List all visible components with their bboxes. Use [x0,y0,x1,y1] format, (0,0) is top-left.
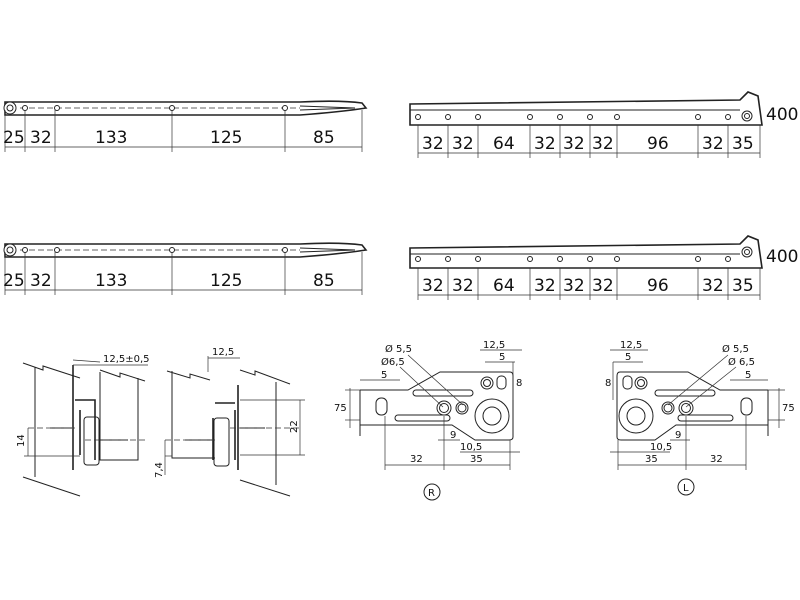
dim-label: 32 [410,454,423,465]
rail-hole [445,256,451,262]
dim-label: 35 [732,134,754,154]
dim-label: Ø 5,5 [385,343,412,355]
dim-label: 25 [3,128,25,148]
rail-hole [475,256,481,262]
dim-label: 32 [702,276,724,296]
rail-side-view-2: 25 32 133 125 85 [3,242,368,295]
side-marker-r: R [428,488,435,499]
dim-label: 32 [422,276,444,296]
dim-label: 133 [95,128,127,148]
rail-hole [614,256,620,262]
dim-label: 64 [493,276,515,296]
rail-hole [587,256,593,262]
rail-hole [557,256,563,262]
rail-hole [725,256,731,262]
dim-label: 32 [534,134,556,154]
dim-label: 5 [381,370,387,381]
cross-section-a: 12,5±0,5 14 [16,354,150,497]
dim-label: 35 [645,454,658,465]
dim-label: 125 [210,128,242,148]
dim-label: Ø 6,5 [728,356,755,368]
dim-label: 85 [313,271,335,291]
dim-label: 5 [745,370,751,381]
rail-top-view-1: 32 32 64 32 32 32 96 32 35 400 [409,91,798,158]
dim-label: 125 [210,271,242,291]
height-dimension: 22 [289,420,300,433]
rail-hole [557,114,563,120]
rail-hole [475,114,481,120]
dim-label: 133 [95,271,127,291]
rail-length-label: 400 [766,247,798,267]
dim-label: 12,5 [483,340,505,351]
dim-label: 32 [30,128,52,148]
rail-hole [415,114,421,120]
dim-label: 32 [534,276,556,296]
rail-hole [587,114,593,120]
rail-hole [695,114,701,120]
dim-label: 9 [450,430,456,441]
rail-side-view-1: 25 32 133 125 85 [3,100,368,152]
rail-hole [614,114,620,120]
rail-hole [725,114,731,120]
rail-top-view-2: 32 32 64 32 32 32 96 32 35 400 [409,235,798,300]
gap-dimension: 12,5 [212,347,234,358]
rail-hole [527,114,533,120]
dim-label: 75 [782,403,795,414]
bracket-left: 12,5 5 8 Ø 5,5 Ø 6,5 5 75 9 10,5 35 32 L [605,340,795,496]
rail-hole [415,256,421,262]
dim-label: 32 [563,276,585,296]
dim-label: 5 [499,352,505,363]
rail-hole [695,256,701,262]
dim-label: 9 [675,430,681,441]
dim-label: 75 [334,403,347,414]
dim-label: 32 [702,134,724,154]
dim-label: 32 [452,276,474,296]
dim-label: 32 [710,454,723,465]
dim-label: 32 [563,134,585,154]
dim-label: 12,5 [620,340,642,351]
dim-label: 96 [647,134,669,154]
dim-label: 32 [30,271,52,291]
dim-label: 5 [625,352,631,363]
dim-label: 64 [493,134,515,154]
dim-label: 85 [313,128,335,148]
cross-section-b: 12,5 22 7,4 [154,347,305,497]
dim-label: Ø6,5 [381,356,405,368]
rail-length-label: 400 [766,105,798,125]
dim-label: 35 [732,276,754,296]
dim-label: 25 [3,271,25,291]
dim-label: 32 [592,134,614,154]
dim-label: 10,5 [460,442,482,453]
rail-hole [445,114,451,120]
dim-label: 8 [605,378,611,389]
dim-label: 96 [647,276,669,296]
dim-label: 8 [516,378,522,389]
dim-label: 32 [452,134,474,154]
rail-hole [527,256,533,262]
dim-label: Ø 5,5 [722,343,749,355]
offset-dimension: 7,4 [154,462,165,478]
height-dimension: 14 [16,434,27,447]
side-marker-l: L [683,483,689,494]
dim-label: 35 [470,454,483,465]
gap-dimension: 12,5±0,5 [103,354,150,365]
dim-label: 32 [422,134,444,154]
dim-label: 32 [592,276,614,296]
dim-label: 10,5 [650,442,672,453]
bracket-right: 12,5 5 8 Ø 5,5 Ø6,5 5 75 9 10,5 32 35 R [334,340,522,501]
